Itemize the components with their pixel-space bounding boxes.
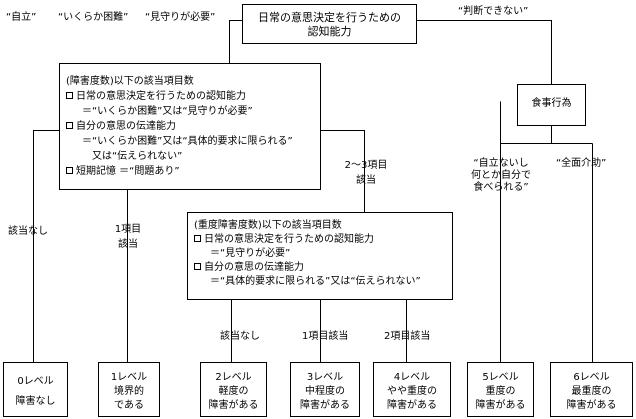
label-mild-one: 1項目 該当: [114, 224, 142, 250]
mild-item2: 自分の意思の伝達能力: [76, 121, 176, 132]
severe-item2: 自分の意思の伝達能力: [204, 262, 304, 273]
label-severe-one: 1項目該当: [302, 331, 349, 342]
label-mild-none: 該当なし: [8, 226, 48, 237]
level-0-box: 0レベル 障害なし: [3, 362, 68, 417]
mild-item2-sub2: 又は“伝えられない”: [92, 151, 183, 162]
level-5-box: 5レベル 重度の 障害がある: [467, 362, 534, 417]
checkbox-icon: [66, 122, 73, 129]
shokuji-box: 食事行為: [517, 84, 586, 126]
mild-item1-sub: ＝“いくらか困難”又は“見守りが必要”: [82, 106, 253, 117]
severe-criteria-box: (重度障害度数)以下の該当項目数 日常の意思決定を行うための認知能力 ＝“見守り…: [187, 212, 453, 300]
level-4-box: 4レベル やや重度の 障害がある: [373, 362, 451, 417]
label-severe-two: 2項目該当: [384, 331, 431, 342]
checkbox-icon: [66, 167, 73, 174]
severe-item1: 日常の意思決定を行うための認知能力: [204, 234, 374, 245]
severe-item1-sub: ＝“見守りが必要”: [210, 248, 291, 259]
label-severe-none: 該当なし: [220, 331, 260, 342]
label-handan: “判断できない”: [458, 6, 529, 17]
checkbox-icon: [66, 92, 73, 99]
label-ikuraka: “いくらか困難”: [58, 12, 129, 23]
severe-box-title: (重度障害度数)以下の該当項目数: [194, 220, 342, 231]
mild-item2-sub1: ＝“いくらか困難”又は“具体的要求に限られる”: [82, 136, 293, 147]
level-6-box: 6レベル 最重度の 障害がある: [550, 362, 633, 417]
shokuji-label: 食事行為: [531, 98, 572, 109]
mild-criteria-box: (障害度数)以下の該当項目数 日常の意思決定を行うための認知能力 ＝“いくらか困…: [59, 63, 321, 190]
level-3-box: 3レベル 中程度の 障害がある: [290, 362, 360, 417]
label-jiritsu: “自立”: [6, 12, 37, 23]
top-decision-box: 日常の意思決定を行うための 認知能力: [242, 4, 417, 44]
label-food-zenmen: “全面介助”: [556, 158, 607, 169]
level-2-box: 2レベル 軽度の 障害がある: [200, 362, 267, 417]
checkbox-icon: [194, 235, 201, 242]
mild-item1: 日常の意思決定を行うための認知能力: [76, 91, 246, 102]
checkbox-icon: [194, 263, 201, 270]
severe-item2-sub: ＝“具体的要求に限られる”又は“伝えられない”: [210, 276, 421, 287]
top-box-line2: 認知能力: [307, 25, 352, 38]
top-box-line1: 日常の意思決定を行うための: [258, 11, 401, 24]
label-food-jiritsu: “自立ないし 何とか自分で 食べられる”: [471, 158, 531, 193]
label-mimamori: “見守りが必要”: [145, 12, 216, 23]
mild-box-title: (障害度数)以下の該当項目数: [66, 76, 194, 87]
mild-item3: 短期記憶 ＝“問題あり”: [76, 166, 180, 177]
level-1-box: 1レベル 境界的 である: [98, 362, 160, 417]
label-mild-two3: 2～3項目 該当: [344, 160, 388, 186]
